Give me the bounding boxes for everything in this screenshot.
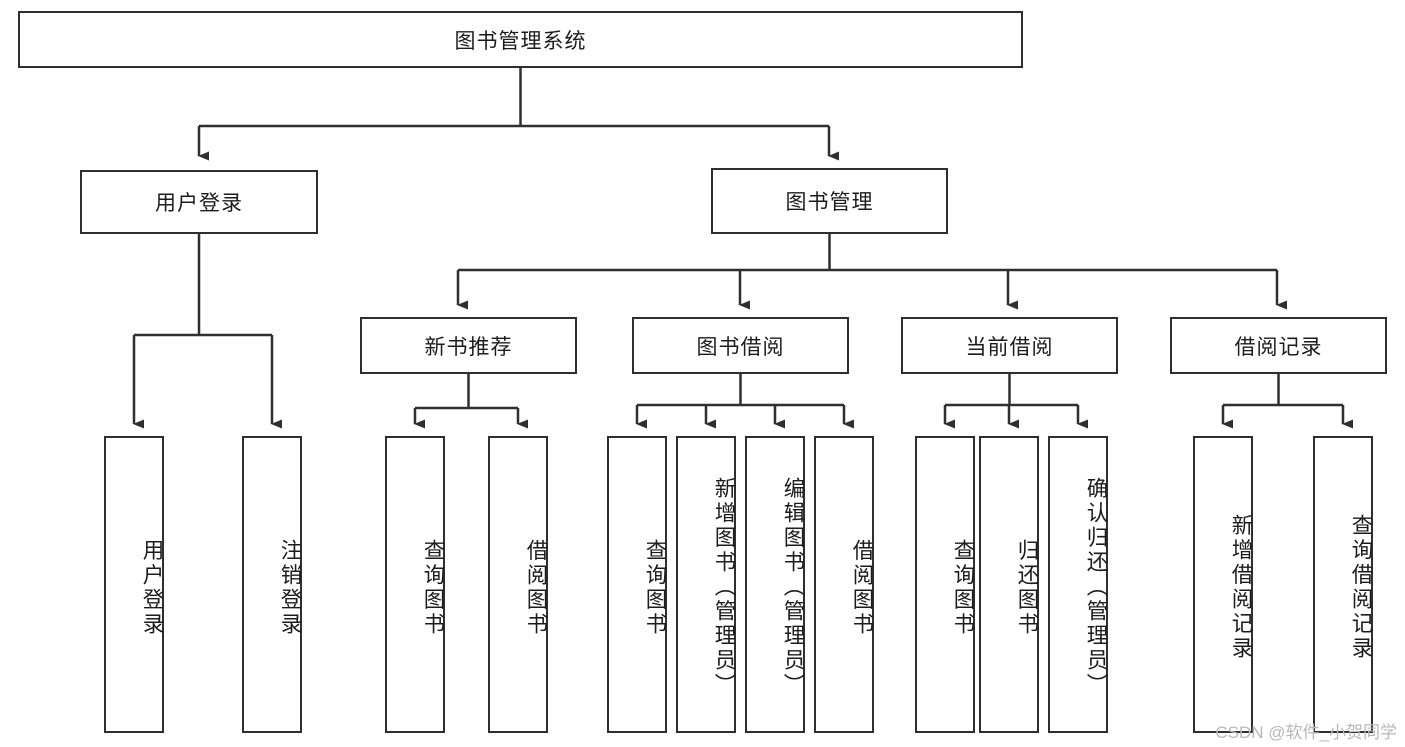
node-label: 新增借阅记录 [1229,514,1253,661]
leaf-add-borrow-record[interactable]: 新增借阅记录 [1193,436,1253,733]
node-label: 新增图书（管理员） [712,477,736,698]
leaf-add-book[interactable]: 新增图书（管理员） [676,436,736,733]
node-label: 查询图书 [643,538,667,637]
leaf-logout[interactable]: 注销登录 [242,436,302,733]
leaf-borrow-book-recommend[interactable]: 借阅图书 [488,436,548,733]
node-label: 当前借阅 [965,335,1054,359]
node-book-borrow[interactable]: 图书借阅 [632,317,849,374]
leaf-confirm-return[interactable]: 确认归还（管理员） [1048,436,1108,733]
node-label: 归还图书 [1015,538,1039,637]
leaf-query-book-recommend[interactable]: 查询图书 [385,436,445,733]
leaf-query-book-current[interactable]: 查询图书 [915,436,975,733]
node-label: 用户登录 [140,538,164,637]
node-borrow-records[interactable]: 借阅记录 [1170,317,1387,374]
leaf-edit-book[interactable]: 编辑图书（管理员） [745,436,805,733]
node-new-book-recommend[interactable]: 新书推荐 [360,317,577,374]
node-label: 查询图书 [421,538,445,637]
node-book-management[interactable]: 图书管理 [711,168,948,234]
leaf-return-book[interactable]: 归还图书 [979,436,1039,733]
node-current-borrow[interactable]: 当前借阅 [901,317,1118,374]
leaf-query-book-borrow[interactable]: 查询图书 [607,436,667,733]
csdn-watermark: CSDN @软件_小贺同学 [1215,723,1397,742]
node-label: 借阅图书 [524,538,548,637]
node-label: 图书借阅 [696,335,785,359]
node-label: 图书管理系统 [454,29,587,53]
node-label: 图书管理 [785,191,874,214]
leaf-query-borrow-record[interactable]: 查询借阅记录 [1313,436,1373,733]
node-user-login[interactable]: 用户登录 [80,170,318,234]
node-label: 借阅记录 [1234,335,1323,359]
node-root[interactable]: 图书管理系统 [18,11,1023,68]
node-label: 新书推荐 [424,335,513,359]
node-label: 查询借阅记录 [1349,514,1373,661]
node-label: 查询图书 [951,538,975,637]
node-label: 用户登录 [155,192,243,215]
node-label: 确认归还（管理员） [1084,477,1108,698]
leaf-user-login[interactable]: 用户登录 [104,436,164,733]
node-label: 注销登录 [278,538,302,637]
node-label: 借阅图书 [850,538,874,637]
leaf-borrow-book[interactable]: 借阅图书 [814,436,874,733]
node-label: 编辑图书（管理员） [781,477,805,698]
